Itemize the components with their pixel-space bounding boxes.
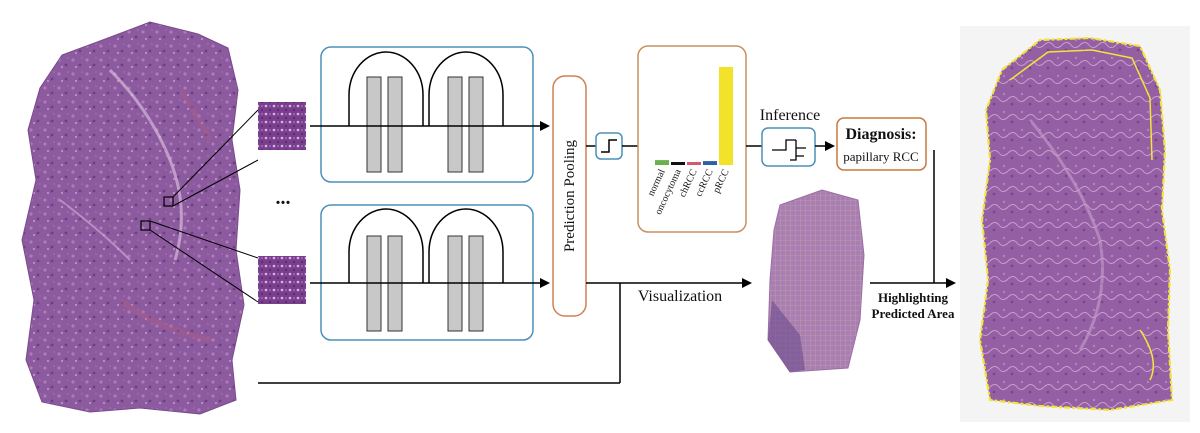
highlighted-slide-image [960,26,1190,422]
cnn-block-top [320,46,534,183]
patch-image-bottom [258,256,306,304]
bar-pRCC [719,67,733,165]
visualization-label: Visualization [638,288,722,305]
diagnosis-title: Diagnosis: [845,126,916,143]
patch-image-top [258,102,306,150]
bar-oncocytoma [671,162,685,165]
cnn-block-bottom [320,204,534,341]
inference-box [761,127,816,167]
highlighting-label-line1: Highlighting [878,290,949,305]
bar-normal [655,160,669,165]
visualization-heatmap-image [767,189,865,373]
prediction-pooling-box [552,75,587,317]
inference-icon [772,139,806,161]
diagnosis-value: papillary RCC [843,149,918,164]
step-function-icon [601,139,617,153]
probability-chart-box [637,45,747,233]
probability-bars [655,67,733,165]
inference-label: Inference [760,107,820,124]
bar-chRCC [687,162,701,165]
highlighting-label-line2: Predicted Area [872,306,955,321]
diagnosis-box [836,117,927,171]
ellipsis-label: ... [276,187,291,209]
bar-label-pRCC: pRCC [711,167,732,195]
patch-marker-top [163,196,174,207]
whole-slide-image [21,21,259,415]
prediction-pooling-label: Prediction Pooling [562,139,578,252]
patch-marker-bottom [140,220,151,231]
bar-ccRCC [703,161,717,165]
